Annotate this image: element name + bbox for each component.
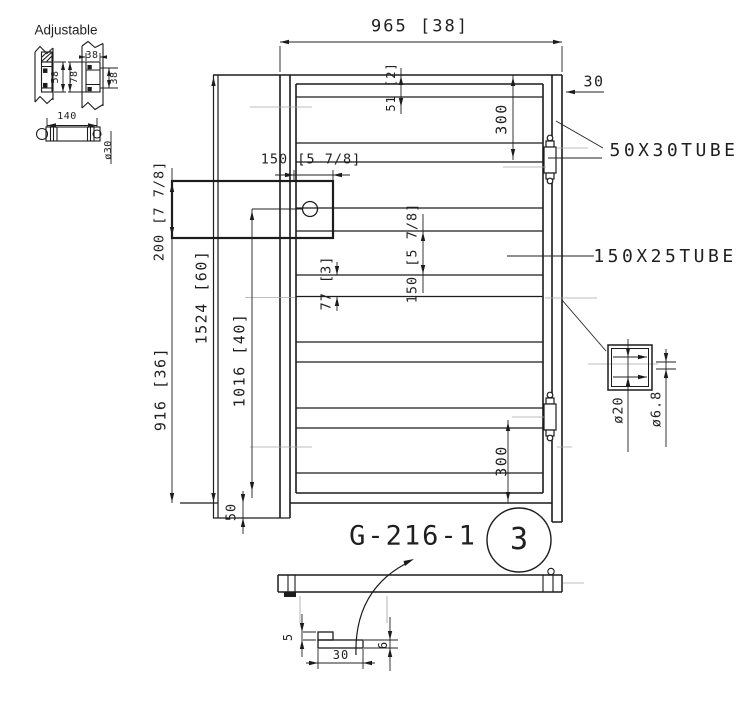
adjustable-label: Adjustable xyxy=(34,22,98,38)
arrowheads xyxy=(47,39,669,666)
tab-detail xyxy=(317,631,364,649)
dim-slat-gap: 77 [3] xyxy=(318,255,335,311)
dim-adj-dia: ø30 xyxy=(103,140,114,160)
dim-top-spacing: 300 xyxy=(492,103,511,135)
dim-tube-hole-dia: ø6.8 xyxy=(648,390,665,428)
dim-adj-length: 140 xyxy=(57,111,77,122)
dim-latch-height: 200 [7 7/8] xyxy=(151,160,168,262)
dim-latch-inset: 150 [5 7/8] xyxy=(260,151,362,168)
dim-tab-width: 30 xyxy=(332,648,350,662)
dim-below-latch: 916 [36] xyxy=(151,346,170,432)
dim-overall-width: 965 [38] xyxy=(371,16,469,37)
dim-stile-extension: 50 xyxy=(223,502,240,522)
latch-box xyxy=(170,179,335,240)
dim-adj-width-top: 38 xyxy=(85,50,99,61)
dim-adj-offset: 38 xyxy=(109,71,120,85)
callout-slat-tube: 150X25TUBE xyxy=(593,246,737,267)
reference-arrow xyxy=(355,563,406,656)
dim-frame-width: 30 xyxy=(583,72,605,91)
dim-overall-height: 1524 [60] xyxy=(192,249,211,345)
centerlines xyxy=(245,106,658,623)
tube-section-detail xyxy=(607,344,653,391)
dim-slat-height: 150 [5 7/8] xyxy=(404,202,421,304)
dim-adj-slot: 58 xyxy=(50,70,61,84)
dim-adj-height: 78 xyxy=(69,70,80,84)
adjustable-hinge-detail xyxy=(34,40,118,164)
drop-bolt-tab xyxy=(284,592,296,597)
dim-tab-thickness: 5 xyxy=(281,632,295,642)
dim-tube-outer-dia: ø20 xyxy=(610,396,627,424)
revision-number: 3 xyxy=(509,522,529,557)
dim-tab-height: 6 xyxy=(376,640,390,650)
dim-latch-to-bottom: 1016 [40] xyxy=(230,312,249,408)
left-post xyxy=(180,75,290,519)
gate-slats xyxy=(296,96,543,474)
drawing-number: G-216-1 xyxy=(349,520,477,552)
revision-balloon xyxy=(486,507,552,573)
dim-bottom-spacing: 300 xyxy=(492,445,511,477)
callout-frame-tube: 50X30TUBE xyxy=(609,140,739,161)
gate-front-view xyxy=(170,74,563,523)
hinge-top xyxy=(543,134,557,185)
dim-top-gap: 51 [2] xyxy=(384,62,398,112)
latch-keyhole xyxy=(301,200,319,218)
gate-top-view xyxy=(277,567,563,597)
hinge-bottom xyxy=(543,391,557,442)
